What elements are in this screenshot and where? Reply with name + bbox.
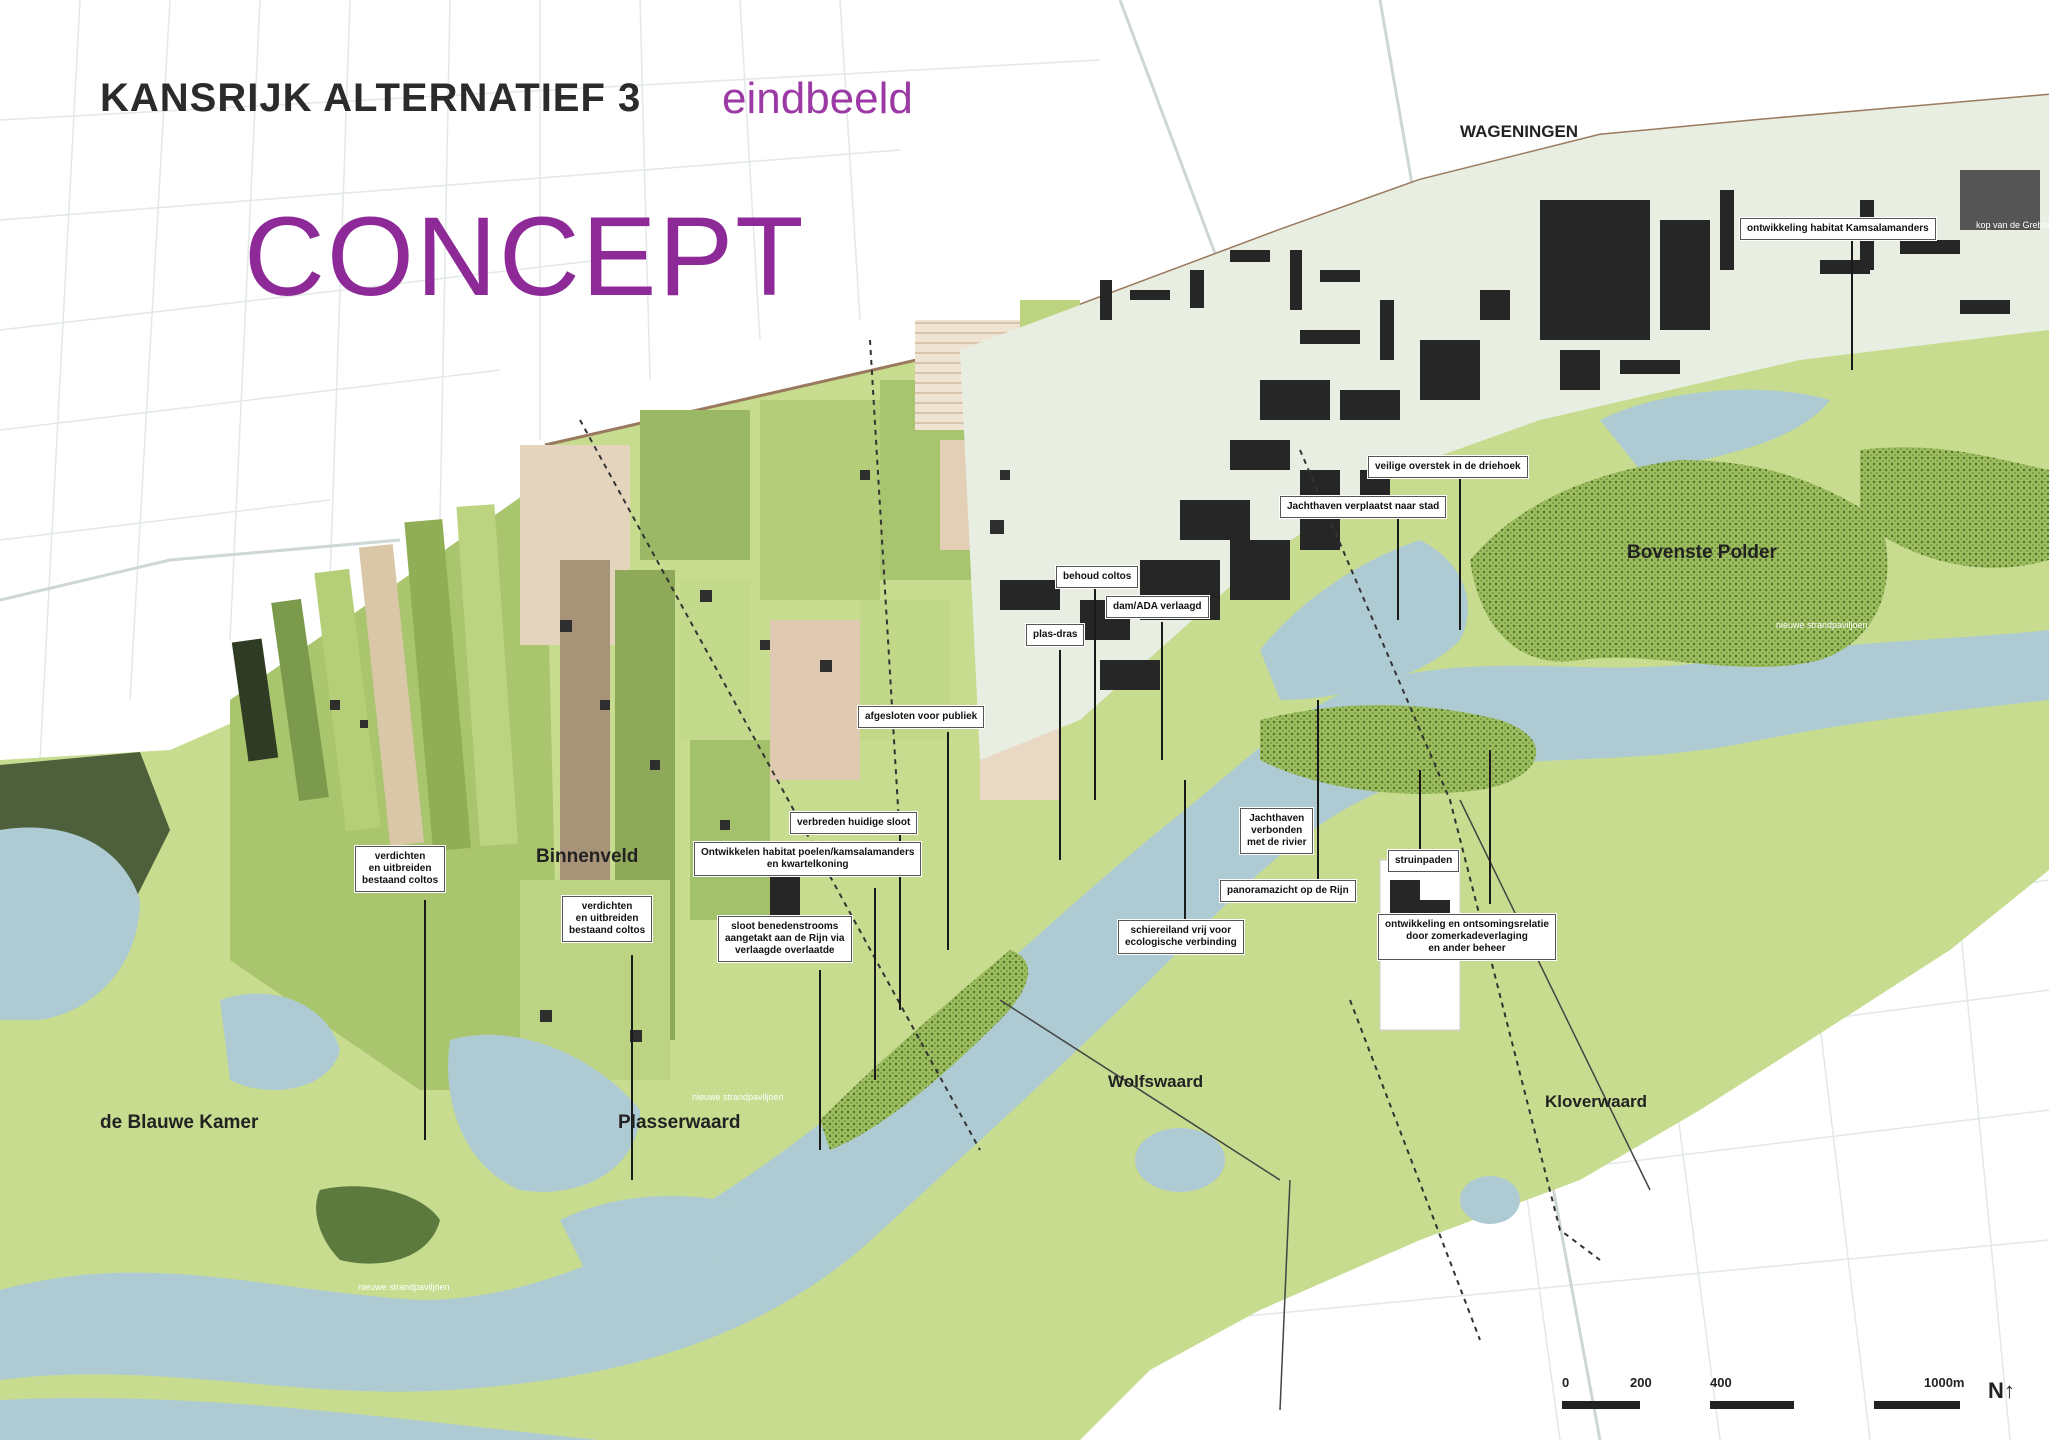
- place-plasserwaard: Plasserwaard: [618, 1112, 741, 1133]
- buildings: [770, 170, 2040, 1031]
- scale-label-0: 0: [1562, 1375, 1570, 1390]
- callout-veilige-overstek: veilige overstek in de driehoek: [1368, 456, 1528, 478]
- callout-afgesloten-publiek: afgesloten voor publiek: [858, 706, 985, 728]
- forest-bank: [820, 950, 1029, 1150]
- concept-stamp: CONCEPT: [244, 194, 806, 319]
- lake-blauwe-kamer-1: [0, 827, 140, 1020]
- scale-segment-3: [1874, 1401, 1960, 1409]
- callout-verdichten-1: verdichten en uitbreiden bestaand coltos: [355, 846, 446, 892]
- lake-plasserwaard: [448, 1034, 640, 1192]
- river-nederrijn: [0, 630, 2049, 1392]
- small-label-d: kop van de Grebbe: [1976, 220, 2049, 230]
- callout-ontwikkeling-zomerkade: ontwikkeling en ontsomingsrelatie door z…: [1378, 914, 1556, 960]
- callout-jachthaven-verbonden: Jachthaven verbonden met de rivier: [1240, 808, 1314, 854]
- north-arrow-icon: N↑: [1988, 1378, 2015, 1403]
- north-label: N: [1988, 1378, 2004, 1403]
- scale-segment-2: [1710, 1401, 1794, 1409]
- harbour: [1260, 540, 1468, 700]
- callout-sloot-benedenstrooms: sloot benedenstrooms aangetakt aan de Ri…: [718, 916, 852, 962]
- callout-panoramazicht: panoramazicht op de Rijn: [1220, 880, 1356, 902]
- place-bovenste-polder: Bovenste Polder: [1627, 542, 1777, 563]
- scale-label-1000: 1000m: [1924, 1375, 1965, 1390]
- small-label-a: nieuwe strandpaviljoen: [692, 1092, 784, 1102]
- farm-buildings: [330, 470, 1010, 1042]
- place-blauwe-kamer: de Blauwe Kamer: [100, 1112, 259, 1133]
- river-lower: [0, 1398, 600, 1440]
- map-title: KANSRIJK ALTERNATIEF 3: [100, 76, 642, 120]
- forest-right: [1860, 447, 2049, 568]
- small-label-c: nieuwe strandpaviljoen: [1776, 620, 1868, 630]
- callout-struinpaden: struinpaden: [1388, 850, 1460, 872]
- lake-blauwe-kamer-2: [220, 993, 340, 1090]
- place-kloverwaard: Kloverwaard: [1545, 1092, 1648, 1111]
- place-binnenveld: Binnenveld: [536, 846, 639, 867]
- callout-habitat-kamsalamanders: ontwikkeling habitat Kamsalamanders: [1740, 218, 1936, 240]
- dashed-lines: [579, 339, 1601, 1341]
- callout-schiereiland: schiereiland vrij voor ecologische verbi…: [1118, 920, 1244, 954]
- scale-bar: 0 200 400 1000m: [1562, 1375, 1965, 1415]
- forest-blauwe: [316, 1186, 440, 1264]
- lake-plasserwaard-2: [560, 1196, 760, 1282]
- callout-plas-dras: plas-dras: [1026, 624, 1085, 646]
- scale-label-400: 400: [1710, 1375, 1732, 1390]
- callout-jachthaven-verplaatst: Jachthaven verplaatst naar stad: [1280, 496, 1447, 518]
- callout-habitat-poelen: Ontwikkelen habitat poelen/kamsalamander…: [694, 842, 922, 876]
- scale-label-200: 200: [1630, 1375, 1652, 1390]
- place-wageningen: WAGENINGEN: [1460, 122, 1579, 141]
- map-subtitle: eindbeeld: [722, 74, 913, 123]
- place-wolfswaard: Wolfswaard: [1108, 1072, 1204, 1091]
- forest-schiereiland: [1260, 705, 1537, 794]
- callout-verdichten-2: verdichten en uitbreiden bestaand coltos: [562, 896, 653, 942]
- scale-segment-1: [1562, 1401, 1640, 1409]
- callout-verbreden-sloot: verbreden huidige sloot: [790, 812, 918, 834]
- ferry-lines: [999, 799, 1651, 1411]
- callout-behoud-coltos: behoud coltos: [1056, 566, 1139, 588]
- small-label-b: nieuwe strandpaviljoen: [358, 1282, 450, 1292]
- forest-bovenste: [1470, 460, 1888, 668]
- callout-dam-verlaagd: dam/ADA verlaagd: [1106, 596, 1209, 618]
- lake-small: [1460, 1176, 1520, 1224]
- lake-right: [1600, 389, 1830, 470]
- lake-wolfswaard: [1135, 1128, 1225, 1192]
